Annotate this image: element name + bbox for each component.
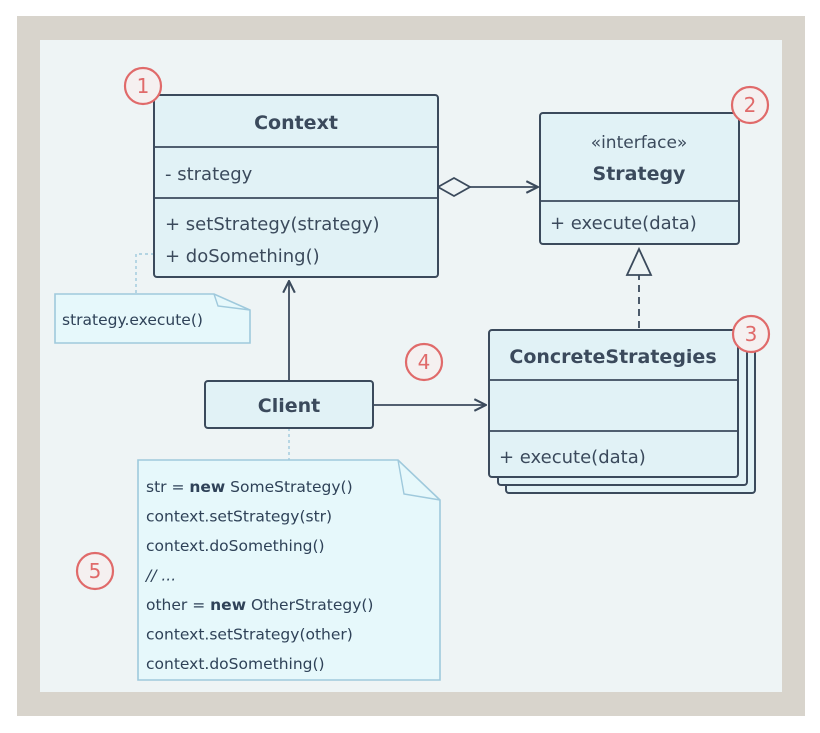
concrete-title: ConcreteStrategies (509, 346, 716, 368)
strategy-title: Strategy (593, 163, 687, 185)
context-field: - strategy (165, 164, 253, 185)
context-note-connector (135, 253, 154, 294)
aggregation-arrow (436, 176, 538, 198)
context-class: Context - strategy + setStrategy(strateg… (153, 94, 439, 278)
concrete-method: + execute(data) (499, 447, 646, 468)
context-method: + setStrategy(strategy) (165, 214, 380, 235)
client-note-line: context.setStrategy(str) (146, 508, 332, 526)
context-note: strategy.execute() (54, 293, 251, 344)
marker-4: 4 (404, 342, 444, 382)
client-note-line: context.doSomething() (146, 537, 325, 555)
strategy-interface: «interface» Strategy + execute(data) (539, 112, 740, 245)
context-note-text: strategy.execute() (62, 311, 203, 329)
client-note-line: context.doSomething() (146, 655, 325, 673)
marker-5: 5 (75, 551, 115, 591)
strategy-method: + execute(data) (550, 213, 697, 234)
client-note: str = new SomeStrategy() context.setStrat… (137, 459, 441, 681)
client-class: Client (204, 380, 374, 429)
context-method: + doSomething() (165, 246, 320, 267)
marker-5-label: 5 (89, 559, 102, 583)
concrete-strategies-class: ConcreteStrategies + execute(data) (488, 329, 756, 494)
realization-arrow (625, 246, 653, 328)
marker-3: 3 (731, 314, 771, 354)
client-title: Client (258, 395, 320, 417)
marker-2: 2 (730, 85, 770, 125)
client-note-lines: str = new SomeStrategy() context.setStrat… (144, 478, 373, 673)
strategy-stereotype: «interface» (591, 133, 688, 153)
client-note-line: other = new OtherStrategy() (146, 596, 373, 614)
marker-4-label: 4 (418, 350, 431, 374)
marker-2-label: 2 (744, 93, 757, 117)
context-title: Context (254, 112, 338, 134)
marker-3-label: 3 (745, 322, 758, 346)
marker-1-label: 1 (137, 74, 150, 98)
client-note-line: context.setStrategy(other) (146, 626, 353, 644)
marker-1: 1 (123, 66, 163, 106)
client-note-line: // ... (144, 567, 176, 585)
client-note-line: str = new SomeStrategy() (146, 478, 353, 496)
